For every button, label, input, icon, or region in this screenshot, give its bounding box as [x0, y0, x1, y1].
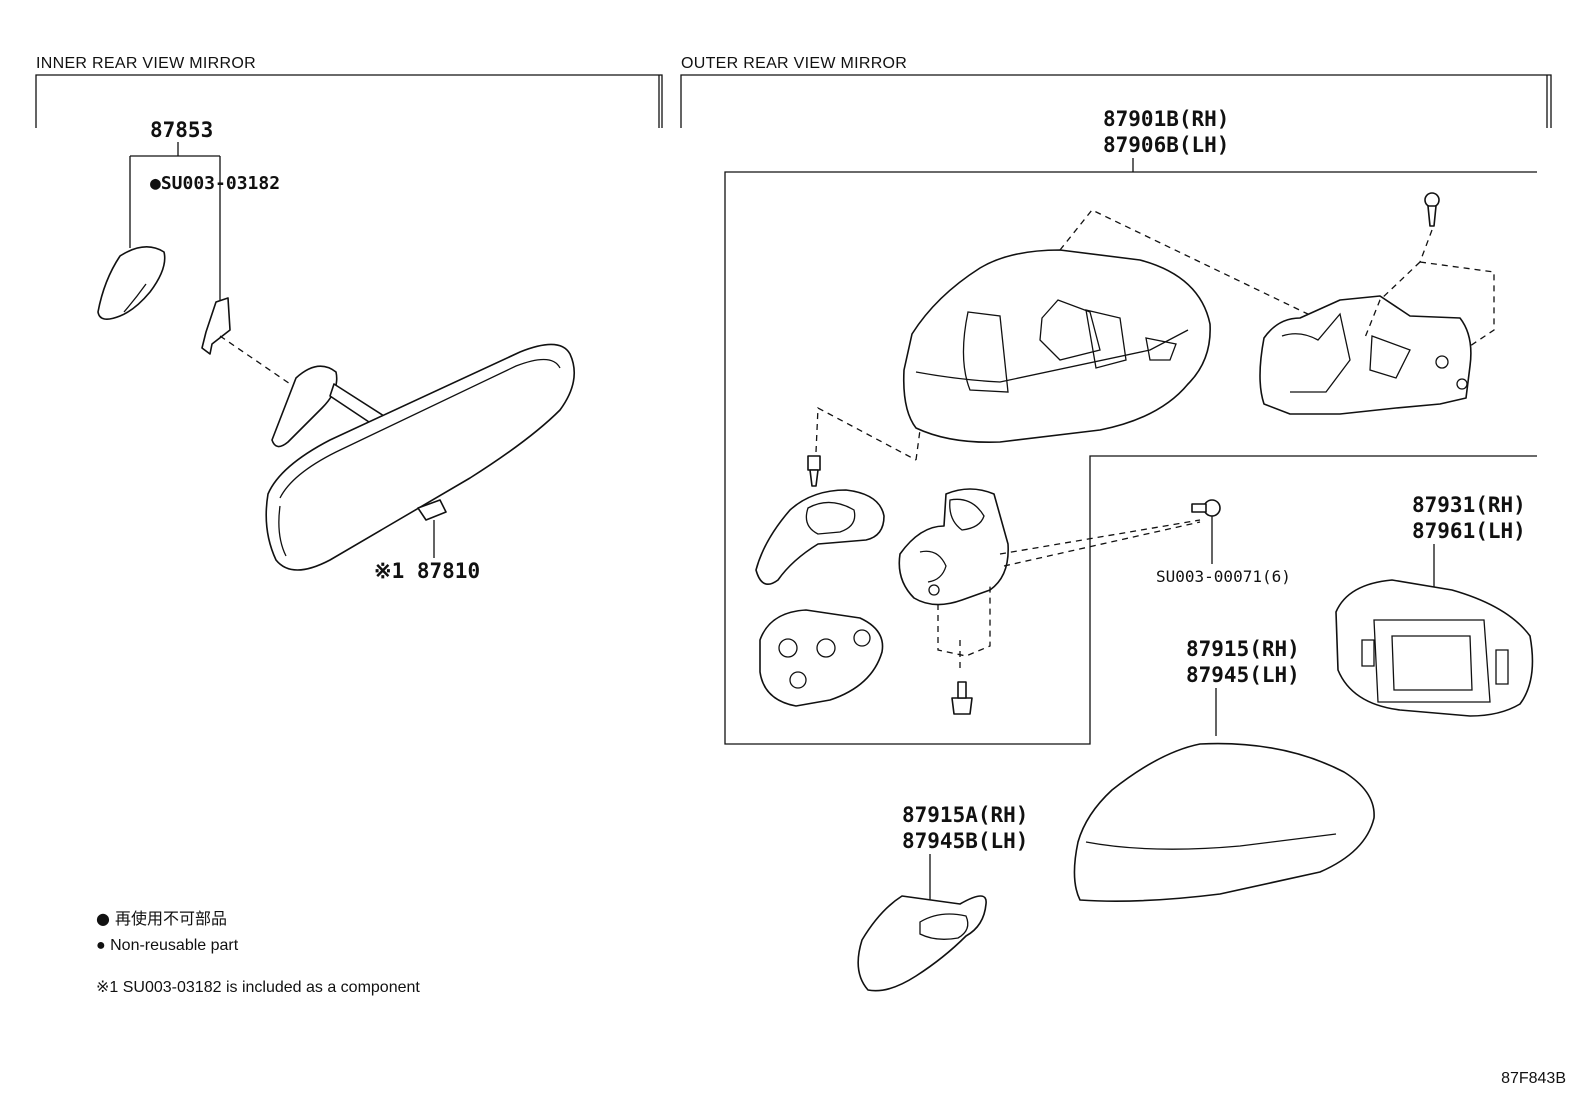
legend-note: ※1 SU003-03182 is included as a componen… [96, 979, 420, 996]
label-su003-00071[interactable]: SU003-00071(6) [1156, 567, 1291, 586]
pivot-mechanism [898, 488, 1009, 606]
label-87915a[interactable]: 87915A(RH) [902, 803, 1028, 827]
screw-bottom [951, 681, 973, 715]
mirror-stem [271, 365, 338, 448]
label-87906b[interactable]: 87906B(LH) [1103, 133, 1229, 157]
outer-section-frame [680, 74, 1552, 128]
figure-code: 87F843B [1501, 1070, 1566, 1087]
small-cover-piece [857, 895, 987, 992]
label-87945[interactable]: 87945(LH) [1186, 663, 1300, 687]
label-87931[interactable]: 87931(RH) [1412, 493, 1526, 517]
inner-section-frame [35, 74, 663, 128]
leader-87853 [129, 142, 221, 300]
mirror-clip [201, 297, 231, 355]
outer-section-title: OUTER REAR VIEW MIRROR [681, 55, 907, 72]
mirror-housing [902, 249, 1211, 444]
label-87915[interactable]: 87915(RH) [1186, 637, 1300, 661]
label-87810[interactable]: ※1 87810 [374, 559, 480, 583]
label-87853[interactable]: 87853 [150, 118, 213, 142]
inner-section-title: INNER REAR VIEW MIRROR [36, 55, 256, 72]
label-87961[interactable]: 87961(LH) [1412, 519, 1526, 543]
mirror-cover [1073, 742, 1375, 902]
label-su003-03182[interactable]: ●SU003-03182 [150, 173, 280, 194]
mirror-glass [1335, 579, 1534, 717]
label-87945b[interactable]: 87945B(LH) [902, 829, 1028, 853]
arm-bracket [755, 489, 885, 586]
screw-su003-00071 [1191, 499, 1221, 564]
mirror-mount-cover [97, 246, 166, 320]
label-87901b[interactable]: 87901B(RH) [1103, 107, 1229, 131]
screw-left [807, 406, 921, 487]
legend-non-reusable-jp: ● 再使用不可部品 [96, 909, 227, 928]
base-gasket [759, 609, 884, 707]
assembly-frame [724, 171, 1537, 745]
screw-top [1419, 192, 1440, 263]
actuator-bracket [1259, 295, 1472, 415]
legend-non-reusable-en: ● Non-reusable part [96, 937, 239, 954]
inner-mirror-body [265, 343, 576, 571]
